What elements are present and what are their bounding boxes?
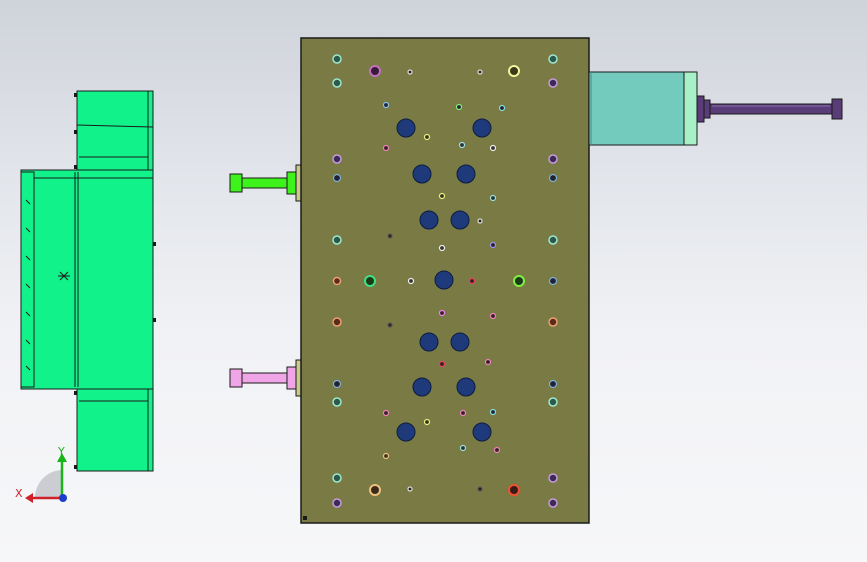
rod-collar-left [703, 99, 711, 119]
side-assembly-center-mark-icon [58, 271, 70, 281]
rod-end-cap [831, 98, 843, 120]
accent-holes [364, 65, 525, 496]
triad-y-arrow-icon [57, 453, 67, 462]
cooling-holes [396, 118, 492, 442]
bolt-holes-orange [332, 276, 558, 327]
teal-cylinder-body [588, 71, 698, 146]
triad-z-axis-dot [59, 494, 67, 502]
pink-cylinder-end-cap [229, 368, 243, 388]
teal-cylinder-end-plate [683, 71, 698, 146]
green-cylinder-end-cap [229, 173, 243, 193]
bolt-holes-teal [332, 54, 558, 483]
side-assembly-main-body [20, 169, 154, 390]
flange-ticks [25, 199, 31, 371]
side-assembly-bottom-block [76, 388, 154, 472]
teal-hydraulic-cylinder[interactable] [588, 71, 698, 146]
side-assembly-left-flange [20, 171, 35, 388]
side-assembly-top-line [76, 124, 154, 128]
pink-hydraulic-cylinder[interactable] [229, 359, 303, 397]
side-assembly-top-block [76, 90, 154, 171]
side-edge-ticks [74, 93, 156, 469]
mold-plate-corner-marks [303, 516, 307, 520]
rod-mount-left [696, 95, 705, 123]
purple-piston-rod[interactable] [696, 95, 843, 123]
bolt-holes-dark [332, 173, 558, 389]
green-cylinder-rod [241, 177, 289, 189]
triad-base-shadow [34, 470, 62, 498]
coordinate-triad-icon: X Y [15, 445, 67, 503]
pink-cylinder-rod [241, 372, 289, 384]
bolt-holes-purple [332, 78, 558, 508]
green-hydraulic-cylinder[interactable] [229, 164, 303, 202]
side-mold-assembly[interactable] [20, 90, 156, 472]
triad-y-label: Y [57, 445, 65, 458]
pin-holes [382, 69, 506, 492]
main-mold-plate[interactable] [300, 37, 590, 524]
triad-x-label: X [15, 487, 23, 500]
triad-x-arrow-icon [25, 493, 33, 503]
